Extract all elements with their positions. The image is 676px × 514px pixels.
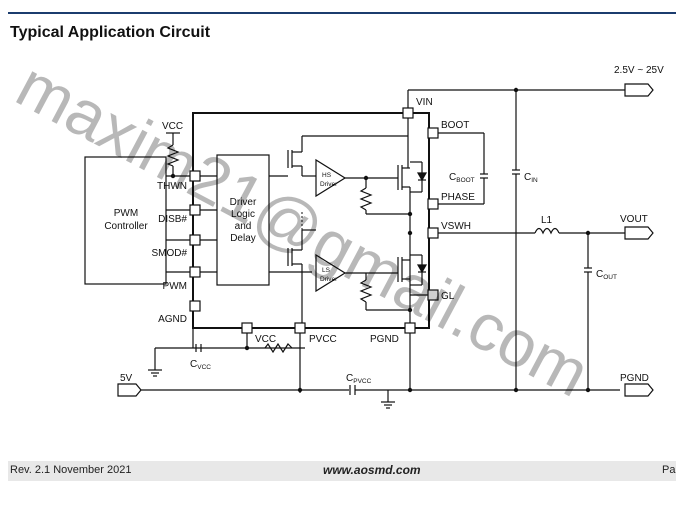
vout-label: VOUT bbox=[620, 214, 648, 225]
pin-gl bbox=[427, 289, 439, 301]
ls-driver-label: LS bbox=[322, 267, 331, 274]
port-vout bbox=[624, 226, 654, 240]
pwm-controller-block bbox=[84, 156, 167, 285]
ic-package bbox=[192, 112, 430, 329]
pin-label-agnd: AGND bbox=[158, 314, 187, 325]
pwm-controller-label: PWM bbox=[114, 208, 138, 219]
vin-range-label: 2.5V ~ 25V bbox=[614, 65, 664, 76]
inductor-label: L1 bbox=[541, 215, 553, 226]
cvcc-label: CVCC bbox=[190, 359, 211, 371]
driver-block-label: Driver bbox=[230, 197, 257, 208]
port-pgnd bbox=[624, 383, 654, 397]
cpvcc-label: CPVCC bbox=[346, 373, 372, 385]
pin-label-boot: BOOT bbox=[441, 120, 469, 131]
pin-vswh bbox=[427, 227, 439, 239]
section-title: Typical Application Circuit bbox=[10, 24, 211, 41]
cin-label: CIN bbox=[524, 172, 538, 184]
pin-label-gl: GL bbox=[441, 291, 455, 302]
pin-label-vcc: VCC bbox=[255, 334, 276, 345]
pin-phase bbox=[427, 198, 439, 210]
pin-pvcc bbox=[294, 322, 306, 334]
driver-block-label: and bbox=[235, 221, 252, 232]
pin-vcc bbox=[241, 322, 253, 334]
hs-driver-label: Driver bbox=[320, 181, 338, 188]
pin-thwn bbox=[189, 170, 201, 182]
circuit-diagram: 2.5V ~ 25V VCC PWM Controller Driver Log… bbox=[84, 65, 664, 409]
footer-bar bbox=[8, 461, 676, 481]
pgnd-out-label: PGND bbox=[620, 373, 649, 384]
pin-agnd bbox=[189, 300, 201, 312]
pin-label-pgnd: PGND bbox=[370, 334, 399, 345]
pin-label-vswh: VSWH bbox=[441, 221, 471, 232]
pin-label-pwm: PWM bbox=[163, 281, 187, 292]
header-rule bbox=[8, 12, 676, 14]
cout-label: COUT bbox=[596, 269, 617, 281]
pin-label-disb: DISB# bbox=[158, 214, 187, 225]
pin-vin bbox=[402, 107, 414, 119]
ls-driver-label: Driver bbox=[320, 276, 338, 283]
pin-pgnd bbox=[404, 322, 416, 334]
vcc-top-label: VCC bbox=[162, 121, 183, 132]
footer-url: www.aosmd.com bbox=[323, 463, 421, 477]
pin-label-pvcc: PVCC bbox=[309, 334, 337, 345]
port-5v bbox=[117, 383, 142, 397]
hs-driver-label: HS bbox=[322, 172, 332, 179]
input-5v-label: 5V bbox=[120, 373, 133, 384]
pin-label-thwn: THWN bbox=[157, 181, 187, 192]
pin-smod bbox=[189, 234, 201, 246]
pin-disb bbox=[189, 204, 201, 216]
driver-block-label: Delay bbox=[230, 233, 256, 244]
footer-revision: Rev. 2.1 November 2021 bbox=[10, 464, 132, 476]
pin-label-smod: SMOD# bbox=[151, 248, 187, 259]
driver-block-label: Logic bbox=[231, 209, 255, 220]
cboot-label: CBOOT bbox=[449, 172, 475, 184]
pin-label-phase: PHASE bbox=[441, 192, 475, 203]
pin-label-vin: VIN bbox=[416, 97, 433, 108]
driver-logic-block bbox=[216, 154, 270, 286]
pin-boot bbox=[427, 127, 439, 139]
pwm-controller-label: Controller bbox=[104, 221, 148, 232]
port-vin bbox=[624, 83, 654, 97]
pin-pwm bbox=[189, 266, 201, 278]
footer-page: Pa bbox=[662, 464, 676, 476]
